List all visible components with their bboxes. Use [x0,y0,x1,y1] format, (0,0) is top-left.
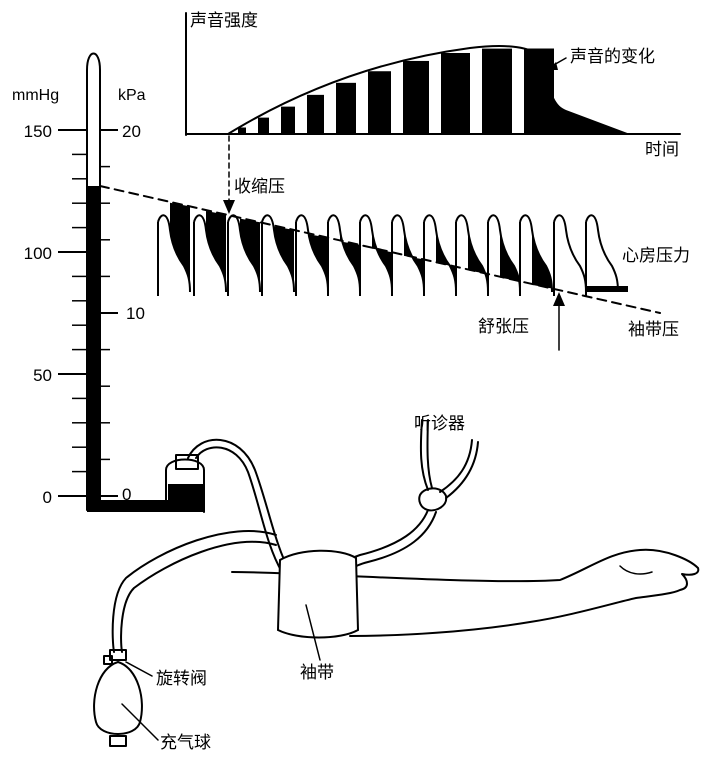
stethoscope-earpiece-left [419,419,429,491]
mmhg-tick-label: 50 [33,366,52,385]
bulb-tube-inner [120,540,277,653]
stethoscope-earpiece-right [439,439,473,493]
pressure-wave-fill [340,230,360,292]
valve-label: 旋转阀 [156,669,207,689]
mmhg-tick-label: 100 [24,244,52,263]
sound-bar [307,94,324,134]
manometer-tube-inner [195,446,283,573]
systolic-label: 收缩压 [234,177,285,197]
pressure-wave-fill [170,202,190,292]
sound-bar [336,82,356,134]
sound-decay-region [548,70,630,134]
apparatus: 听诊器 袖带 旋转阀 充气球 [93,414,700,753]
arm-outline [231,548,700,637]
sound-bar [441,52,470,135]
kpa-tick-label: 10 [126,304,145,323]
stethoscope-tube-inner [345,511,437,583]
pressure-wave-line [585,214,619,293]
stethoscope-yoke [418,487,448,512]
pressure-wave-fill [240,218,260,292]
bulb-tube-outer [111,530,277,653]
systolic-arrowhead [223,200,235,214]
diastolic-label: 舒张压 [478,317,529,337]
mmhg-tick-label: 0 [43,488,52,507]
sound-change-arrowhead [548,62,558,70]
kpa-ticks [100,129,118,497]
stethoscope-earpiece-left-inner [426,419,433,489]
kpa-tick-label: 0 [122,485,131,504]
pressure-wave-fill [308,230,328,292]
time-label: 时间 [645,140,679,160]
kpa-unit: kPa [118,87,146,104]
pressure-wave-fill [436,230,456,292]
cuff-pressure-label: 袖带压 [628,320,679,340]
manometer: mmHg kPa 150 100 50 0 20 10 0 [12,52,205,513]
stethoscope-label: 听诊器 [414,414,465,434]
pressure-wave-fill [206,210,226,292]
reservoir-cap [175,454,199,470]
sound-intensity-chart: 声音强度 声音的变化 时间 [185,11,681,160]
hand-crease [619,565,653,575]
sound-bars [238,48,554,135]
sound-bar [482,48,512,134]
manometer-tube-outer [187,438,291,573]
stethoscope-earpiece-right-inner [445,441,479,499]
cuff-pressure-line [99,185,661,314]
valve-knob [103,655,113,665]
sound-bar [403,60,429,134]
pressure-wave-fill [500,230,520,292]
bulb-leader [121,703,159,741]
pressure-panel: 收缩压 心房压力 舒张压 袖带压 [99,135,690,351]
kpa-tick-label: 20 [122,122,141,141]
cuff-shape [276,549,360,639]
bulb-label: 充气球 [160,733,211,753]
diastolic-arrowhead [553,292,565,306]
bulb-shape [93,660,143,735]
sound-bar [258,117,269,134]
pressure-wave-line [553,214,587,293]
reservoir-mercury [168,484,203,508]
valve-leader [125,661,153,677]
sound-envelope [227,45,549,135]
sound-bar [238,127,246,134]
pressure-wave-fill [532,230,552,292]
reservoir [165,458,205,513]
sound-bar [368,71,391,134]
mmhg-ticks [58,129,87,497]
bulb-nozzle [109,735,127,747]
sound-bar [281,106,295,134]
mmhg-tick-label: 150 [24,122,52,141]
pressure-waves [157,202,628,296]
manometer-tube [86,52,167,511]
mercury-column [87,186,100,510]
pressure-wave-fill [468,230,488,292]
sound-change-label: 声音的变化 [570,47,655,67]
pressure-wave-fill [274,226,294,292]
cuff-label: 袖带 [300,663,334,683]
mmhg-unit: mmHg [12,87,59,104]
pressure-wave-fill [372,230,392,292]
arterial-pressure-label: 心房压力 [622,246,690,266]
sound-intensity-label: 声音强度 [190,11,258,31]
pressure-wave-fill [404,230,424,292]
pressure-wave-tail [586,286,628,292]
cuff-leader [305,604,321,661]
